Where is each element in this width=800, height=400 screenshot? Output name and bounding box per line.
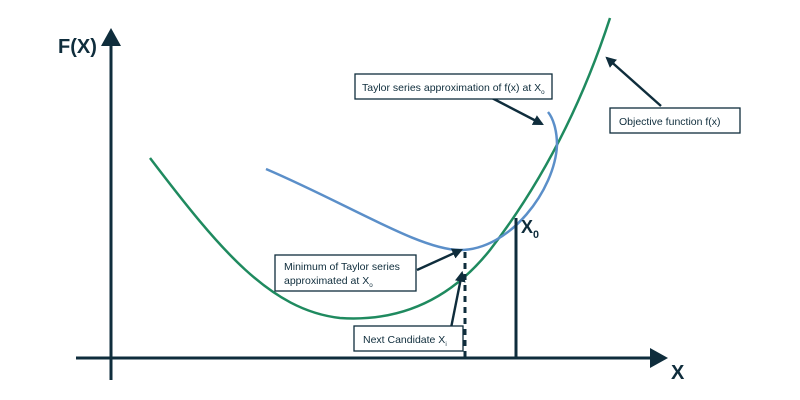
taylor-approximation-curve	[265, 111, 559, 252]
minimum-callout-arrow	[416, 248, 463, 272]
y-axis-arrowhead	[101, 28, 121, 46]
x-axis-label: X	[671, 362, 685, 384]
objective-function-curve	[149, 17, 612, 320]
minimum-callout: Minimum of Taylor series approximated at…	[274, 254, 417, 292]
taylor-callout: Taylor series approximation of f(x) at X…	[354, 73, 553, 100]
next-candidate-callout-text: Next Candidate Xi	[363, 334, 447, 348]
minimum-callout-line2: approximated at Xo	[284, 275, 373, 289]
next-candidate-callout-arrow	[449, 270, 466, 329]
y-axis-label: F(X)	[58, 36, 97, 58]
objective-callout: Objective function f(x)	[609, 107, 741, 134]
next-candidate-callout: Next Candidate Xi	[353, 325, 464, 352]
taylor-callout-text: Taylor series approximation of f(x) at X…	[362, 82, 545, 96]
objective-callout-arrow	[605, 56, 662, 107]
minimum-callout-line1: Minimum of Taylor series	[284, 261, 400, 273]
x-axis-arrowhead	[650, 348, 668, 368]
x0-label: X0	[521, 217, 539, 241]
taylor-callout-arrow	[489, 95, 544, 126]
objective-callout-text: Objective function f(x)	[619, 116, 721, 128]
